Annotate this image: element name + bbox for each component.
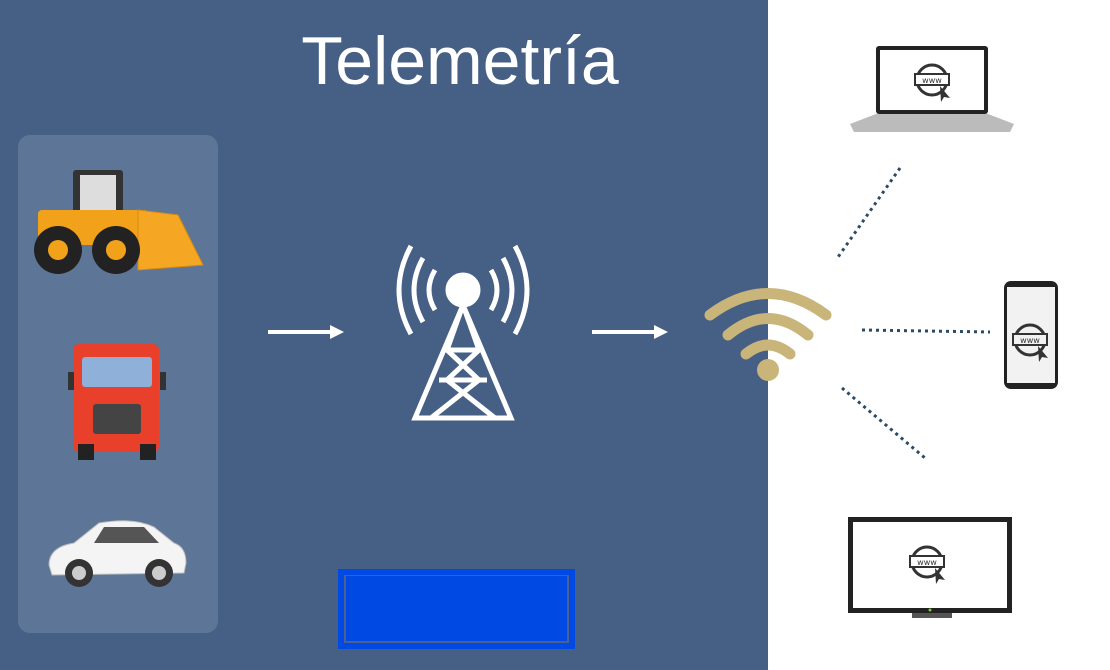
arrow-right-icon (268, 325, 344, 339)
www-label: www (917, 558, 937, 567)
wifi-icon (704, 288, 832, 381)
blue-placeholder-box (338, 569, 575, 649)
laptop-icon: www (850, 46, 1014, 132)
wheel-loader-icon (34, 170, 204, 274)
cell-tower-icon (396, 244, 530, 421)
arrow-right-icon (592, 325, 668, 339)
smartphone-icon: www (1004, 281, 1058, 389)
www-label: www (922, 76, 942, 85)
page-title: Telemetría (301, 23, 619, 99)
www-label: www (1020, 336, 1040, 345)
truck-icon (68, 344, 166, 460)
monitor-icon: www (848, 517, 1012, 618)
connection-lines (834, 167, 991, 460)
car-icon (48, 520, 187, 587)
